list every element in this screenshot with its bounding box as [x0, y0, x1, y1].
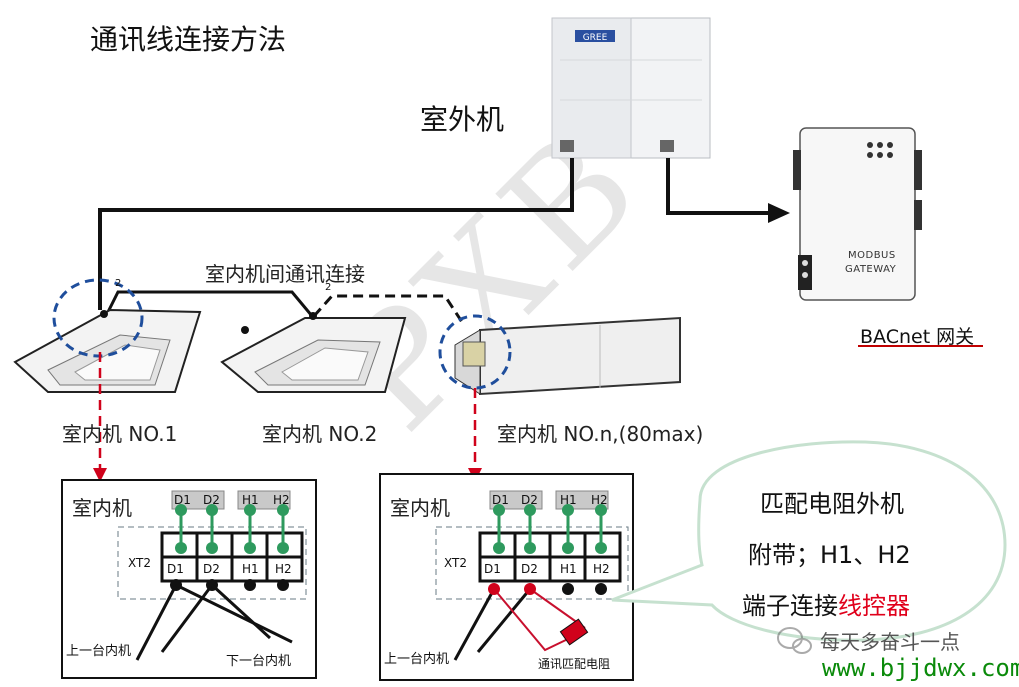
indoor-unit-2-label: 室内机 NO.2	[262, 422, 378, 446]
wire-mark-1: 2	[115, 278, 122, 289]
indoor-unit-1-image	[13, 308, 202, 393]
detail-box-1-note-next: 下一台内机	[226, 654, 292, 669]
wechat-icon	[777, 627, 812, 654]
svg-text:GREE: GREE	[583, 33, 608, 43]
detail-box-2-note-prev: 上一台内机	[384, 652, 450, 667]
terminal-label: H1	[242, 562, 259, 576]
outdoor-unit-image: GREE	[551, 17, 711, 159]
detail-box-1	[61, 479, 317, 679]
terminal-label: H2	[593, 562, 610, 576]
terminal-label: H1	[560, 493, 577, 507]
bus-wires	[98, 158, 768, 310]
indoor-unit-2-image	[220, 312, 407, 393]
terminal-label: D1	[484, 562, 501, 576]
callout-line-3-prefix: 端子连接	[742, 592, 838, 620]
terminal-label: D1	[167, 562, 184, 576]
page-title: 通讯线连接方法	[90, 23, 287, 56]
terminal-label: H2	[275, 562, 292, 576]
callout-bubble	[611, 440, 1007, 642]
arrow-to-gateway-icon	[768, 203, 790, 223]
watermark-site: www.bjjdwx.com	[822, 654, 1019, 682]
inter-unit-link-label: 室内机间通讯连接	[205, 262, 365, 286]
wire-mark-2: 2	[325, 282, 332, 293]
detail-box-2	[379, 473, 634, 681]
gateway-caption: BACnet 网关	[860, 326, 975, 348]
modbus-gateway-image	[793, 127, 922, 301]
inter-unit-wires	[103, 290, 464, 323]
detail-box-1-note-prev: 上一台内机	[66, 644, 132, 659]
gateway-text-line1: MODBUS	[848, 250, 896, 261]
callout-line-2: 附带；H1、H2	[748, 541, 911, 569]
gree-logo-icon	[575, 30, 615, 42]
terminal-label: D2	[203, 562, 220, 576]
watermark-account: 每天多奋斗一点	[820, 630, 960, 654]
callout-line-3-highlight: 线控器	[838, 592, 910, 620]
resistor-icon	[559, 618, 589, 646]
terminal-label: H2	[591, 493, 608, 507]
terminal-label: D1	[492, 493, 509, 507]
indoor-unit-1-label: 室内机 NO.1	[62, 422, 178, 446]
indoor-unit-n-image	[454, 316, 681, 396]
resistor-label: 通讯匹配电阻	[538, 657, 611, 671]
detail-box-1-strip-label: XT2	[128, 556, 151, 570]
terminal-label: D2	[521, 493, 538, 507]
callout-line-3: 端子连接线控器	[742, 586, 910, 621]
caption-underline	[858, 345, 983, 347]
outdoor-unit-label: 室外机	[420, 103, 505, 136]
terminal-label: H2	[273, 493, 290, 507]
detail-box-2-title: 室内机	[390, 496, 450, 520]
detail-box-1-title: 室内机	[72, 496, 132, 520]
terminal-label: H1	[242, 493, 259, 507]
indoor-unit-n-label: 室内机 NO.n,(80max)	[497, 422, 704, 446]
red-dashed-arrows	[98, 352, 477, 468]
terminal-label: H1	[560, 562, 577, 576]
terminal-label: D2	[521, 562, 538, 576]
terminal-label: D2	[203, 493, 220, 507]
down-arrow-icon	[93, 468, 107, 482]
highlight-circles	[52, 278, 512, 390]
callout-line-1: 匹配电阻外机	[760, 490, 904, 518]
terminal-label: D1	[174, 493, 191, 507]
detail-box-2-strip-label: XT2	[444, 556, 467, 570]
gateway-text-line2: GATEWAY	[845, 264, 897, 275]
